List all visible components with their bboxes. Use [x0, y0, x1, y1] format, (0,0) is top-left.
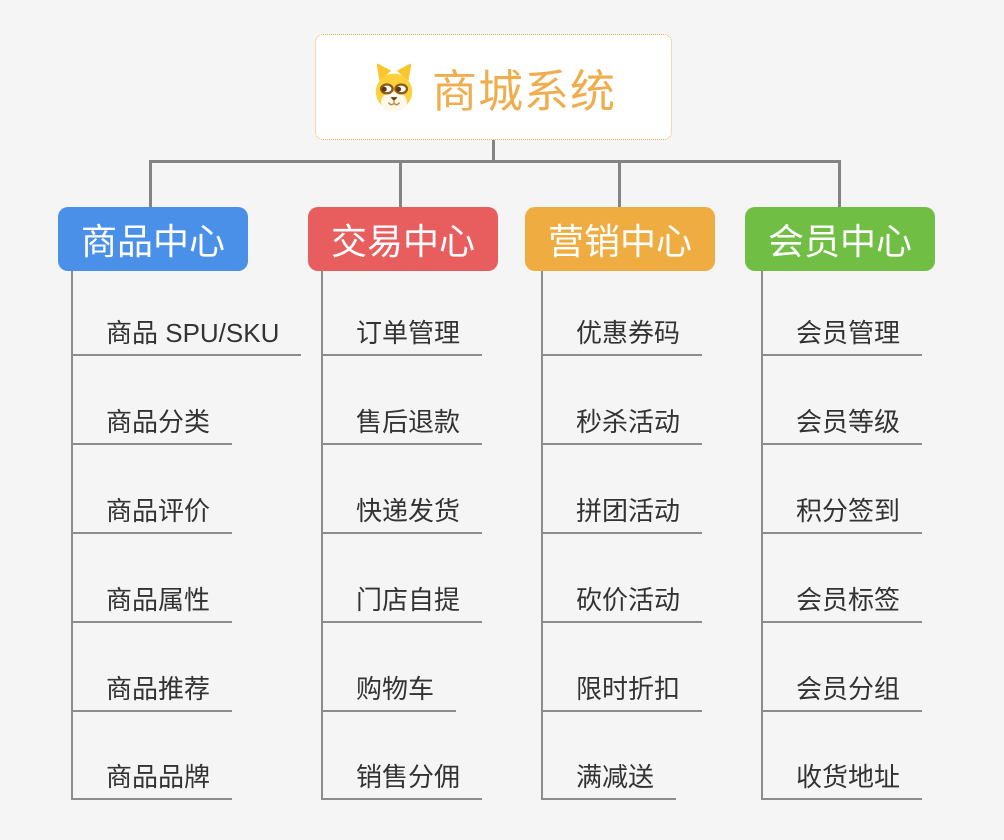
- branch-header-label: 交易中心: [330, 221, 475, 262]
- doge-icon: [371, 61, 417, 113]
- leaf-node[interactable]: 砍价活动: [542, 583, 703, 623]
- leaf-node[interactable]: 限时折扣: [542, 672, 703, 712]
- leaf-node[interactable]: 满减送: [542, 760, 677, 800]
- branch-header-member[interactable]: 会员中心: [745, 207, 935, 271]
- connector-drop-marketing: [618, 160, 621, 207]
- leaf-node[interactable]: 购物车: [322, 672, 457, 712]
- connector-drop-trade: [399, 160, 402, 207]
- connector-drop-member: [838, 160, 841, 207]
- leaf-node[interactable]: 拼团活动: [542, 494, 703, 534]
- leaf-node[interactable]: 优惠券码: [542, 316, 703, 356]
- leaf-node[interactable]: 会员等级: [762, 405, 923, 445]
- leaf-node[interactable]: 会员管理: [762, 316, 923, 356]
- leaf-node[interactable]: 商品分类: [72, 405, 233, 445]
- branch-column-marketing: 优惠券码 秒杀活动 拼团活动 砍价活动 限时折扣 满减送: [541, 271, 792, 802]
- branch-connector-line: [71, 271, 73, 800]
- branch-header-label: 会员中心: [767, 221, 912, 262]
- leaf-node[interactable]: 秒杀活动: [542, 405, 703, 445]
- leaf-node[interactable]: 会员分组: [762, 672, 923, 712]
- branch-column-member: 会员管理 会员等级 积分签到 会员标签 会员分组 收货地址: [761, 271, 1004, 802]
- branch-connector-line: [761, 271, 763, 800]
- branch-connector-line: [541, 271, 543, 800]
- leaf-node[interactable]: 售后退款: [322, 405, 483, 445]
- leaf-node[interactable]: 会员标签: [762, 583, 923, 623]
- branch-header-trade[interactable]: 交易中心: [308, 207, 498, 271]
- leaf-node[interactable]: 商品 SPU/SKU: [72, 316, 302, 356]
- leaf-node[interactable]: 快递发货: [322, 494, 483, 534]
- root-node-label: 商城系统: [431, 65, 616, 117]
- connector-horizontal-bus: [149, 160, 841, 163]
- leaf-node[interactable]: 商品评价: [72, 494, 233, 534]
- root-node[interactable]: 商城系统: [315, 34, 672, 140]
- connector-root-vertical: [492, 139, 495, 162]
- branch-header-marketing[interactable]: 营销中心: [525, 207, 715, 271]
- leaf-node[interactable]: 商品推荐: [72, 672, 233, 712]
- leaf-node[interactable]: 商品属性: [72, 583, 233, 623]
- leaf-node[interactable]: 收货地址: [762, 760, 923, 800]
- branch-header-label: 营销中心: [547, 221, 692, 262]
- leaf-node[interactable]: 订单管理: [322, 316, 483, 356]
- leaf-node[interactable]: 积分签到: [762, 494, 923, 534]
- leaf-node[interactable]: 商品品牌: [72, 760, 233, 800]
- branch-connector-line: [321, 271, 323, 800]
- leaf-node[interactable]: 门店自提: [322, 583, 483, 623]
- branch-column-product: 商品 SPU/SKU 商品分类 商品评价 商品属性 商品推荐 商品品牌: [71, 271, 322, 802]
- leaf-node[interactable]: 销售分佣: [322, 760, 483, 800]
- branch-header-product[interactable]: 商品中心: [58, 207, 248, 271]
- branch-header-label: 商品中心: [80, 221, 225, 262]
- connector-drop-product: [149, 160, 152, 207]
- branch-column-trade: 订单管理 售后退款 快递发货 门店自提 购物车 销售分佣: [321, 271, 572, 802]
